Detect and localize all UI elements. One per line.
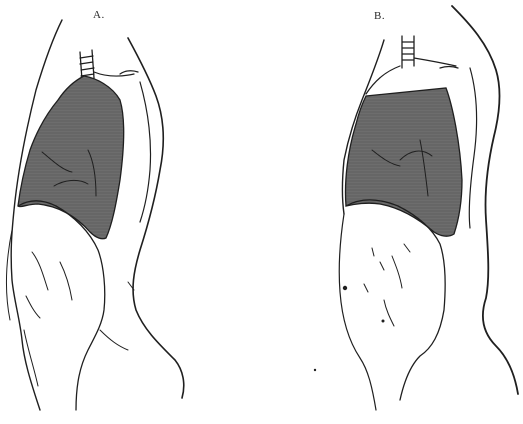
panel-b-drawing — [314, 6, 518, 410]
panel-a-drawing — [6, 20, 183, 410]
panel-b-trachea — [402, 36, 414, 68]
panel-b-mark-dot-2 — [382, 320, 385, 323]
panel-b-label: B. — [374, 10, 385, 22]
panel-a-clavicle — [94, 71, 138, 76]
panel-b-back-contour — [469, 68, 476, 228]
panel-b-clavicle — [414, 58, 458, 68]
panel-b-lung-apex — [366, 66, 400, 94]
panel-b-back-outline — [452, 6, 518, 394]
panel-a-back-outline — [128, 38, 184, 398]
panel-a-abdomen-marks — [26, 252, 134, 350]
panel-a-back-contour — [140, 82, 151, 222]
panel-b-abdomen-marks — [364, 244, 410, 326]
panel-a-trachea — [80, 50, 94, 80]
panel-b-mark-dot — [343, 286, 347, 290]
panel-a-front-outline — [11, 20, 62, 410]
panel-b-lung-shading — [345, 88, 462, 236]
panel-b-stray-dot — [314, 369, 316, 371]
panel-a-label: A. — [93, 9, 105, 21]
panel-b-abdomen-front — [339, 214, 376, 410]
panel-b-abdomen-outline — [346, 200, 445, 400]
